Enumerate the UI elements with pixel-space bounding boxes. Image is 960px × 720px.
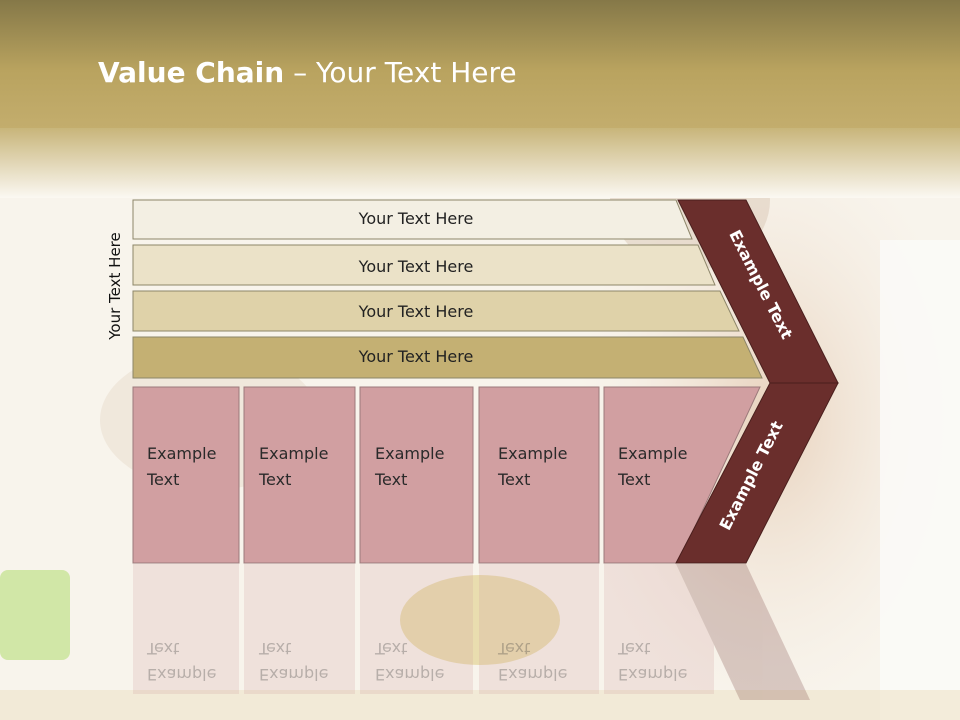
cell-line1-3: Example	[375, 444, 444, 463]
cell-line2-4: Text	[497, 470, 530, 489]
reflection-line1-2: Example	[259, 665, 328, 684]
cell-line2-1: Text	[146, 470, 179, 489]
reflection-line2-3: Text	[374, 639, 407, 658]
band-1	[132, 199, 693, 240]
cell-reflection-4	[479, 564, 599, 694]
reflection-line1-1: Example	[147, 665, 216, 684]
reflection-line2-4: Text	[497, 639, 530, 658]
page-title: Value Chain – Your Text Here	[98, 56, 517, 89]
cell-reflection-5	[604, 564, 714, 694]
reflection-line1-4: Example	[498, 665, 567, 684]
cell-1	[132, 386, 240, 564]
band-2	[132, 244, 716, 286]
band-label-3: Your Text Here	[358, 302, 474, 321]
cell-line2-5: Text	[617, 470, 650, 489]
cell-reflection-3	[360, 564, 473, 694]
cell-line1-1: Example	[147, 444, 216, 463]
cell-line2-2: Text	[258, 470, 291, 489]
cell-line1-5: Example	[618, 444, 687, 463]
reflection-line1-3: Example	[375, 665, 444, 684]
title-bold: Value Chain	[98, 56, 285, 89]
chevron-lower	[675, 382, 839, 564]
cell-2	[243, 386, 356, 564]
band-label-2: Your Text Here	[358, 257, 474, 276]
title-subtitle: – Your Text Here	[284, 56, 517, 89]
cell-3	[359, 386, 474, 564]
cell-reflection-2	[244, 564, 355, 694]
cell-line2-3: Text	[374, 470, 407, 489]
band-label-1: Your Text Here	[358, 209, 474, 228]
reflection-line1-5: Example	[618, 665, 687, 684]
band-3	[132, 290, 740, 332]
cell-reflection-1	[133, 564, 239, 694]
cell-line1-4: Example	[498, 444, 567, 463]
reflection-line2-2: Text	[258, 639, 291, 658]
band-4	[132, 336, 763, 379]
chevron-reflection	[676, 564, 810, 700]
cell-4	[478, 386, 600, 564]
band-label-4: Your Text Here	[358, 347, 474, 366]
cell-line1-2: Example	[259, 444, 328, 463]
reflection-line2-5: Text	[617, 639, 650, 658]
reflection-line2-1: Text	[146, 639, 179, 658]
